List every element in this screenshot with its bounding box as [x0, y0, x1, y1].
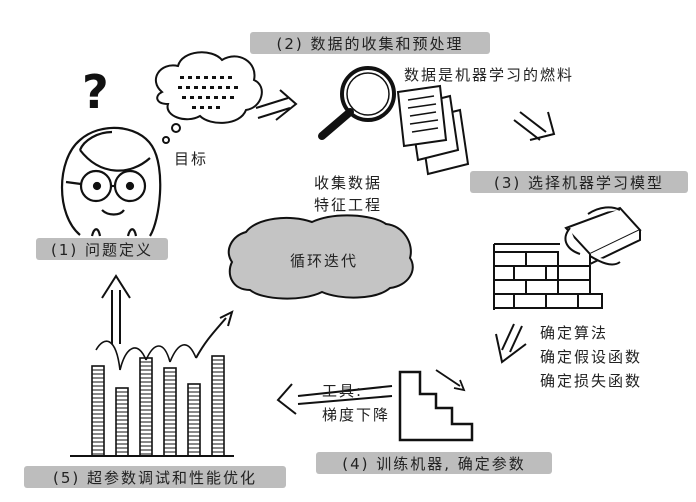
- documents-icon: [396, 84, 470, 176]
- arrow-to-problem: [101, 274, 131, 344]
- thought-bubble: [155, 51, 263, 144]
- collect-data-label: 收集数据: [314, 174, 383, 192]
- algorithm-label: 确定算法: [540, 324, 609, 342]
- staircase-illustration: [398, 369, 474, 442]
- question-mark: ?: [82, 65, 109, 119]
- chart-bar: [211, 355, 225, 457]
- bar-chart-illustration: [70, 310, 234, 457]
- hypothesis-label: 确定假设函数: [540, 348, 643, 366]
- loop-label: 循环迭代: [290, 252, 359, 270]
- arrow-to-model: [513, 111, 556, 141]
- magnifier-icon: [318, 66, 396, 140]
- feature-engineering-label: 特征工程: [314, 196, 383, 214]
- goal-label: 目标: [174, 150, 209, 168]
- step-1-banner: (1) 问题定义: [36, 238, 168, 260]
- step-3-banner: (3) 选择机器学习模型: [470, 171, 688, 193]
- loop-cloud: [227, 214, 414, 300]
- brick-wall-illustration: [493, 206, 642, 310]
- arrow-to-tuning: [276, 383, 393, 415]
- step-4-banner: (4) 训练机器, 确定参数: [316, 452, 552, 474]
- arrow-to-data: [255, 89, 298, 121]
- gradient-descent-label: 梯度下降: [322, 406, 391, 424]
- loss-function-label: 确定损失函数: [540, 372, 643, 390]
- chart-bar: [139, 357, 153, 457]
- face-illustration: [61, 126, 162, 237]
- tool-label: 工具:: [322, 382, 364, 400]
- chart-bar: [115, 387, 129, 457]
- fuel-caption: 数据是机器学习的燃料: [404, 66, 575, 84]
- step-2-banner: (2) 数据的收集和预处理: [250, 32, 490, 54]
- step-5-banner: (5) 超参数调试和性能优化: [24, 466, 286, 488]
- arrow-to-training: [495, 323, 527, 364]
